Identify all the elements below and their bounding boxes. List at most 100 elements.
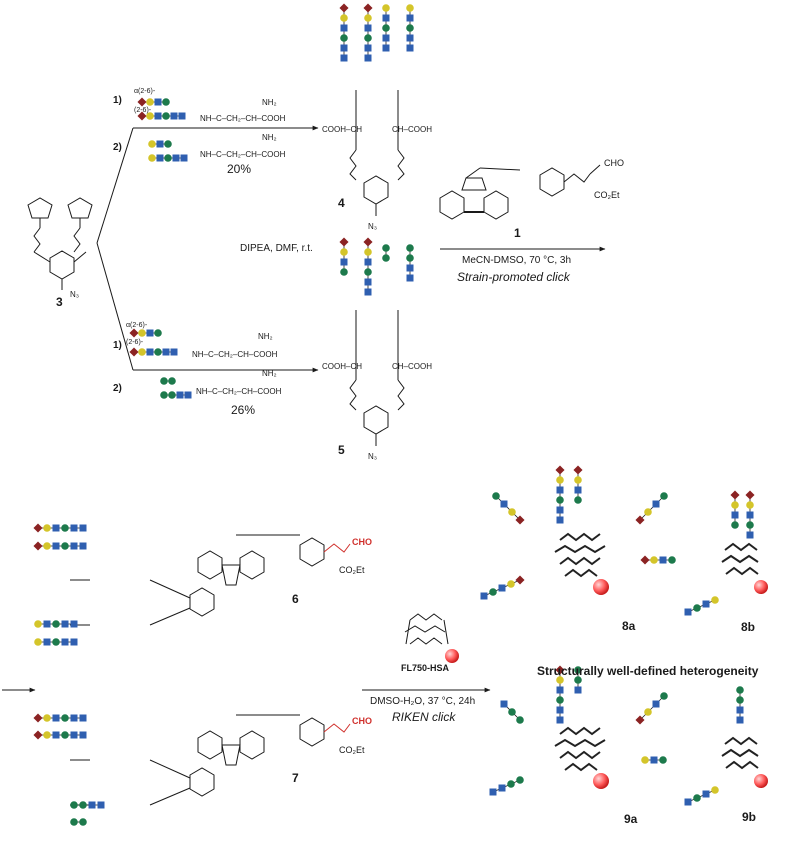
galactose-circle-icon xyxy=(43,542,51,550)
condition-click: MeCN-DMSO, 70 °C, 3h xyxy=(462,255,572,266)
mannose-circle-icon xyxy=(492,492,500,500)
sialic-acid-diamond-icon xyxy=(730,490,740,500)
glcnac-square-icon xyxy=(70,714,78,722)
compound-9b-label: 9b xyxy=(742,810,757,824)
step-bottom-1: 1) xyxy=(113,340,122,351)
mannose-circle-icon xyxy=(406,244,414,252)
glcnac-square-icon xyxy=(406,44,414,52)
reagent-fl750-hsa: FL750-HSA xyxy=(401,663,450,673)
mannose-circle-icon xyxy=(168,391,176,399)
galactose-circle-icon xyxy=(508,508,516,516)
linkage-top-a26: α(2-6)- xyxy=(134,88,156,95)
glcnac-square-icon xyxy=(70,542,78,550)
compound-7-structure xyxy=(70,714,351,806)
glcnac-square-icon xyxy=(382,34,390,42)
glycan-bond xyxy=(639,695,665,721)
glcnac-square-icon xyxy=(70,731,78,739)
glcnac-square-icon xyxy=(556,516,564,524)
mannose-circle-icon xyxy=(693,794,701,802)
glcnac-square-icon xyxy=(146,348,154,356)
compound-3-structure xyxy=(27,197,93,290)
glcnac-square-icon xyxy=(79,731,87,739)
glcnac-square-icon xyxy=(79,714,87,722)
mannose-circle-icon xyxy=(154,329,162,337)
glcnac-square-icon xyxy=(659,556,667,564)
galactose-circle-icon xyxy=(644,708,652,716)
c4-cooh-ch: COOH–CH xyxy=(322,125,363,134)
galactose-circle-icon xyxy=(148,154,156,162)
mannose-circle-icon xyxy=(340,268,348,276)
glcnac-square-icon xyxy=(364,278,372,286)
branch-line-bottom xyxy=(96,242,134,371)
glcnac-square-icon xyxy=(52,524,60,532)
glcnac-square-icon xyxy=(736,716,744,724)
compound-7-label: 7 xyxy=(292,771,299,785)
glcnac-square-icon xyxy=(382,14,390,22)
glcnac-square-icon xyxy=(702,600,710,608)
glcnac-square-icon xyxy=(500,700,508,708)
glcnac-square-icon xyxy=(556,506,564,514)
sialic-acid-diamond-icon xyxy=(33,541,43,551)
compound-8a-label: 8a xyxy=(622,619,636,633)
mannose-circle-icon xyxy=(162,98,170,106)
glcnac-square-icon xyxy=(364,44,372,52)
mannose-circle-icon xyxy=(162,112,170,120)
glcnac-square-icon xyxy=(340,44,348,52)
glcnac-square-icon xyxy=(146,329,154,337)
sialic-acid-diamond-icon xyxy=(33,713,43,723)
yield-bottom: 26% xyxy=(231,403,256,417)
glcnac-square-icon xyxy=(650,756,658,764)
linkage-bottom-a26: α(2-6)- xyxy=(126,322,148,329)
glcnac-square-icon xyxy=(556,706,564,714)
bead-9b xyxy=(754,774,768,788)
linkage-top-26: (2-6)- xyxy=(134,107,152,114)
glcnac-square-icon xyxy=(184,391,192,399)
glycan-bond xyxy=(492,779,521,793)
sialic-acid-diamond-icon xyxy=(129,347,139,357)
sialic-acid-diamond-icon xyxy=(137,97,147,107)
step-top-2: 2) xyxy=(113,142,122,153)
galactose-circle-icon xyxy=(43,524,51,532)
mannose-circle-icon xyxy=(79,818,87,826)
sialic-acid-diamond-icon xyxy=(363,237,373,247)
glcnac-square-icon xyxy=(364,258,372,266)
glcnac-square-icon xyxy=(162,348,170,356)
glcnac-square-icon xyxy=(176,391,184,399)
mannose-circle-icon xyxy=(364,34,372,42)
c7-cho: CHO xyxy=(352,716,372,726)
glcnac-square-icon xyxy=(170,112,178,120)
glycan-bond xyxy=(639,495,665,521)
sialic-acid-diamond-icon xyxy=(339,3,349,13)
c5-cooh-ch: COOH–CH xyxy=(322,362,363,371)
sialic-acid-diamond-icon xyxy=(137,111,147,121)
glcnac-square-icon xyxy=(574,486,582,494)
glcnac-square-icon xyxy=(178,112,186,120)
glcnac-square-icon xyxy=(500,500,508,508)
glcnac-square-icon xyxy=(364,288,372,296)
galactose-circle-icon xyxy=(382,4,390,12)
sialic-acid-diamond-icon xyxy=(555,465,565,475)
glcnac-square-icon xyxy=(154,98,162,106)
nh2-bottom-2: NH₂ xyxy=(262,369,277,378)
glcnac-square-icon xyxy=(79,524,87,532)
glycan-bond xyxy=(687,789,716,803)
galactose-circle-icon xyxy=(146,98,154,106)
glcnac-square-icon xyxy=(652,500,660,508)
c4-ch-cooh: CH–COOH xyxy=(392,125,433,134)
glcnac-square-icon xyxy=(172,154,180,162)
mannose-circle-icon xyxy=(164,140,172,148)
galactose-circle-icon xyxy=(644,508,652,516)
galactose-circle-icon xyxy=(711,596,719,604)
mannose-circle-icon xyxy=(168,377,176,385)
galactose-circle-icon xyxy=(138,329,146,337)
condition-base: DIPEA, DMF, r.t. xyxy=(240,243,313,254)
sialic-acid-diamond-icon xyxy=(515,575,525,585)
mannose-circle-icon xyxy=(746,521,754,529)
compound-5-label: 5 xyxy=(338,443,345,457)
mannose-circle-icon xyxy=(574,676,582,684)
compound-6-label: 6 xyxy=(292,592,299,606)
mannose-circle-icon xyxy=(660,692,668,700)
mannose-circle-icon xyxy=(574,666,582,674)
c5-n3: N₃ xyxy=(368,452,378,461)
